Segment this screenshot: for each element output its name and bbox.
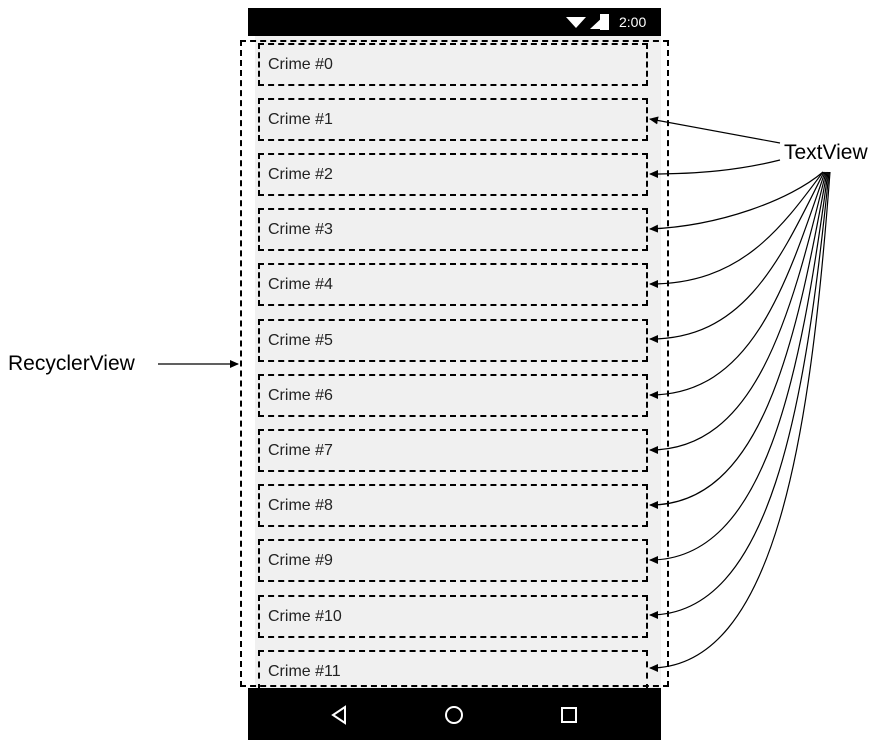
crime-text-view[interactable]: Crime #5 xyxy=(258,319,648,362)
crime-text-view[interactable]: Crime #6 xyxy=(258,374,648,417)
crime-text-view[interactable]: Crime #7 xyxy=(258,429,648,472)
text-view-arrow xyxy=(649,171,830,619)
text-view-arrow xyxy=(649,171,827,454)
crime-title: Crime #9 xyxy=(268,552,333,569)
status-bar xyxy=(248,8,661,36)
crime-text-view[interactable]: Crime #4 xyxy=(258,263,648,306)
crime-title: Crime #2 xyxy=(268,166,333,183)
crime-title: Crime #8 xyxy=(268,497,333,514)
back-icon[interactable] xyxy=(331,705,346,725)
crime-text-view[interactable]: Crime #3 xyxy=(258,208,648,251)
text-view-arrow xyxy=(649,171,828,509)
navigation-bar xyxy=(248,688,661,740)
text-view-arrow xyxy=(649,116,781,144)
crime-title: Crime #0 xyxy=(268,56,333,73)
crime-title: Crime #1 xyxy=(268,111,333,128)
wifi-icon xyxy=(566,17,586,28)
text-view-arrow xyxy=(649,171,829,564)
text-view-arrow xyxy=(649,171,825,343)
crime-title: Crime #10 xyxy=(268,608,342,625)
crime-title: Crime #3 xyxy=(268,221,333,238)
crime-title: Crime #4 xyxy=(268,276,333,293)
text-view-arrow xyxy=(649,171,824,288)
crime-text-view[interactable]: Crime #10 xyxy=(258,595,648,638)
crime-title: Crime #5 xyxy=(268,332,333,349)
recycler-view-callout: RecyclerView xyxy=(8,352,135,375)
status-time: 2:00 xyxy=(619,14,647,30)
crime-text-view[interactable]: Crime #8 xyxy=(258,484,648,527)
crime-text-view[interactable]: Crime #0 xyxy=(258,43,648,86)
home-icon[interactable] xyxy=(445,706,463,724)
crime-text-view[interactable]: Crime #2 xyxy=(258,153,648,196)
text-view-arrow xyxy=(649,171,824,233)
phone-screen xyxy=(248,36,661,688)
recents-icon[interactable] xyxy=(561,707,577,723)
recycler-view[interactable] xyxy=(240,40,669,687)
text-view-callout: TextView xyxy=(784,141,868,164)
battery-icon xyxy=(600,14,609,30)
crime-text-view[interactable]: Crime #1 xyxy=(258,98,648,141)
crime-text-view[interactable]: Crime #9 xyxy=(258,539,648,582)
text-view-arrow xyxy=(649,171,831,672)
crime-title: Crime #11 xyxy=(268,663,341,680)
crime-title: Crime #7 xyxy=(268,442,333,459)
text-view-arrow xyxy=(649,159,781,178)
crime-title: Crime #6 xyxy=(268,387,333,404)
text-view-arrow xyxy=(649,171,826,399)
